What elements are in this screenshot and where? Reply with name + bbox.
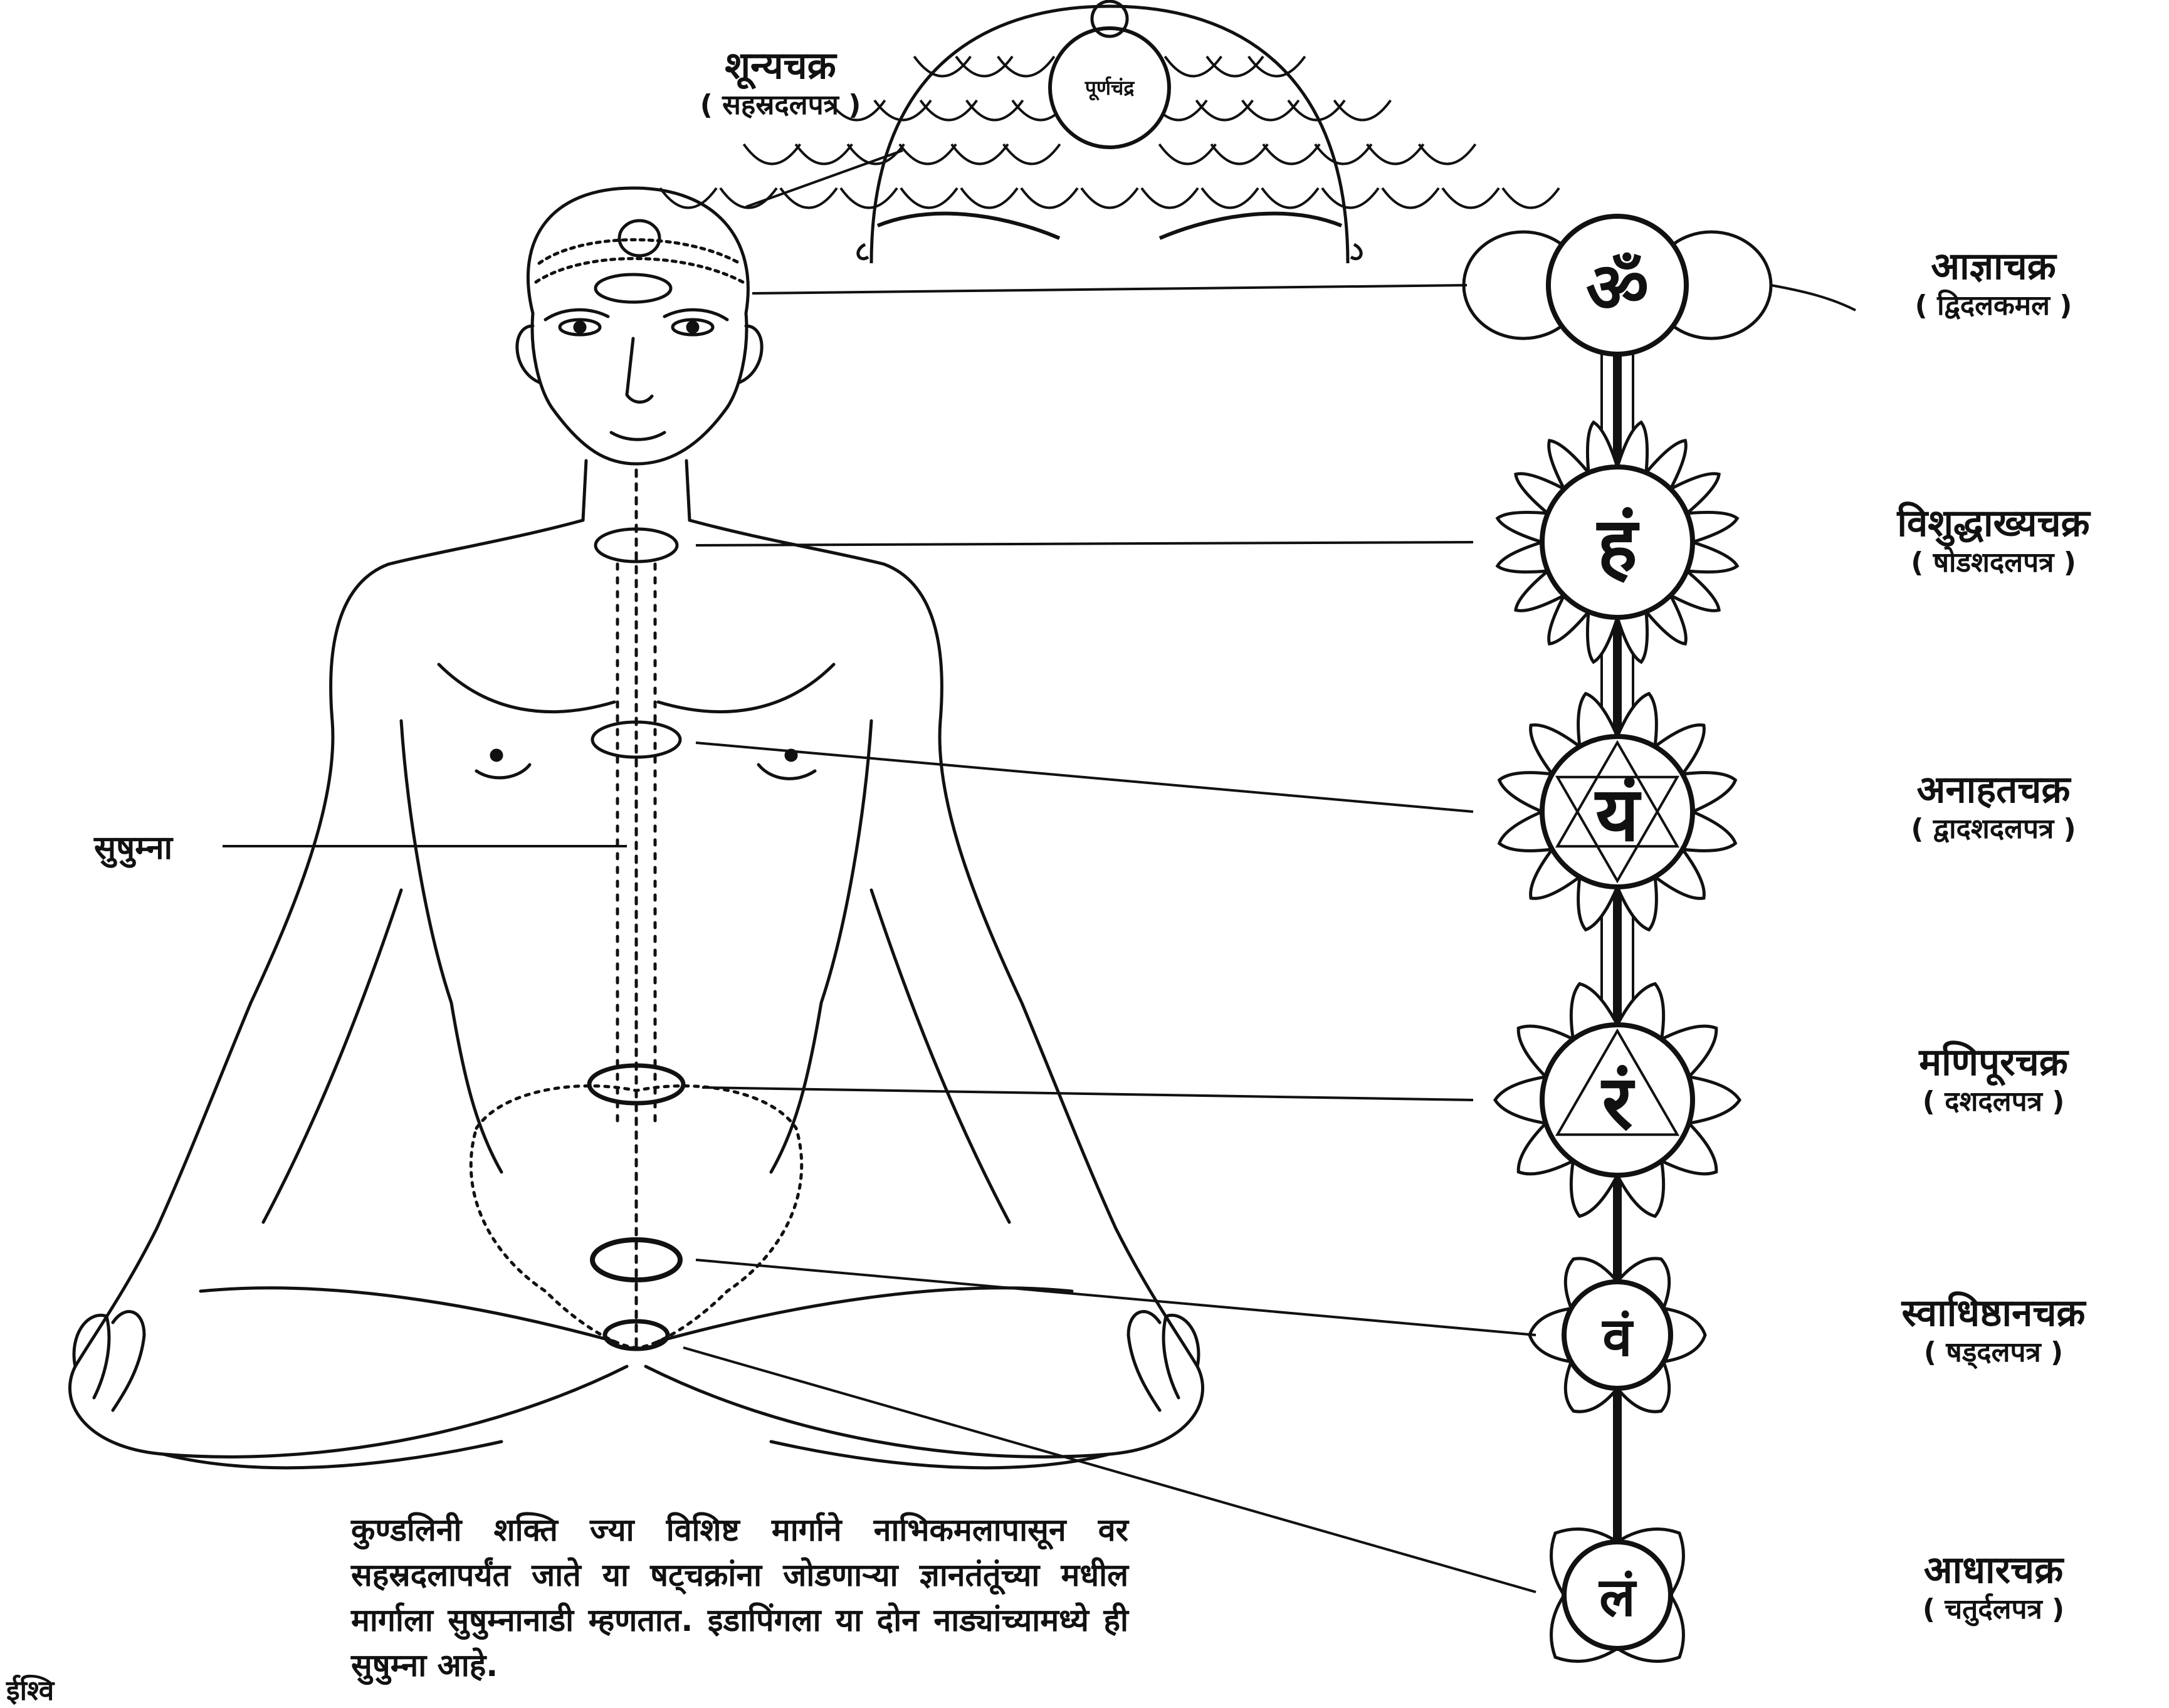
chakra-label-1: आज्ञाचक्र( द्विदलकमल ) bbox=[1856, 244, 2131, 323]
caption-text: कुण्डलिनी शक्ति ज्या विशिष्ट मार्गाने ना… bbox=[351, 1507, 1128, 1688]
chakra-6: लं bbox=[1552, 1529, 1684, 1662]
crown-petal bbox=[998, 56, 1054, 76]
crown-petal bbox=[796, 144, 852, 164]
chakra-name: आधारचक्र bbox=[1856, 1548, 2131, 1592]
chakra-column: ॐ हं यं रं वं लं bbox=[1464, 216, 1856, 1661]
crown-petal bbox=[1262, 188, 1318, 208]
chakra-subtitle: ( चतुर्दलपत्र ) bbox=[1856, 1592, 2131, 1627]
leader-swadhishthana bbox=[696, 1260, 1536, 1335]
bija-syllable: वं bbox=[1601, 1306, 1634, 1368]
chakra-5: वं bbox=[1530, 1259, 1705, 1412]
crown-petal bbox=[952, 144, 1008, 164]
crown-petal bbox=[956, 56, 1012, 76]
chakra-label-3: अनाहतचक्र( द्वादशदलपत्र ) bbox=[1856, 768, 2131, 847]
purnachandra-text: पूर्णचंद्र bbox=[1066, 74, 1153, 101]
chakra-petal bbox=[1495, 1077, 1546, 1123]
chakra-subtitle: ( द्विदलकमल ) bbox=[1856, 288, 2131, 323]
crown-petal bbox=[1021, 188, 1078, 208]
crown-petal bbox=[1315, 144, 1372, 164]
crown-petal bbox=[1367, 144, 1424, 164]
crown-name: शून्यचक्र bbox=[677, 44, 884, 88]
leader-manipura bbox=[702, 1087, 1473, 1100]
crown-petal bbox=[1142, 188, 1198, 208]
crown-petal bbox=[1159, 144, 1216, 164]
chakra-name: अनाहतचक्र bbox=[1856, 768, 2131, 812]
chakra-subtitle: ( षोडशदलपत्र ) bbox=[1856, 545, 2131, 580]
crown-petal bbox=[1165, 56, 1221, 76]
crown-petal bbox=[900, 144, 956, 164]
crown-petal bbox=[1503, 188, 1559, 208]
chakra-label-4: मणिपूरचक्र( दशदलपत्र ) bbox=[1856, 1040, 2131, 1119]
chakra-name: मणिपूरचक्र bbox=[1856, 1040, 2131, 1084]
chakra-label-2: विशुद्धाख्यचक्र( षोडशदलपत्र ) bbox=[1856, 501, 2131, 580]
sushumna-label: सुषुम्ना bbox=[94, 824, 226, 869]
corner-fragment: ईश्वि bbox=[6, 1670, 54, 1708]
crown-petal bbox=[901, 188, 957, 208]
leader-vishuddha bbox=[696, 542, 1473, 545]
ajna-tendril bbox=[1771, 285, 1856, 310]
chakra-name: विशुद्धाख्यचक्र bbox=[1856, 501, 2131, 545]
chakra-subtitle: ( षड्दलपत्र ) bbox=[1856, 1335, 2131, 1370]
crown-petal bbox=[1263, 144, 1320, 164]
bija-syllable: हं bbox=[1596, 502, 1640, 589]
crown-petal bbox=[1322, 188, 1379, 208]
seated-yogi-figure bbox=[70, 188, 1202, 1468]
chakra-name: आज्ञाचक्र bbox=[1856, 244, 2131, 288]
chakra-1: ॐ bbox=[1464, 216, 1856, 354]
crown-petal bbox=[743, 144, 800, 164]
crown-petal bbox=[1249, 56, 1305, 76]
bija-syllable: ॐ bbox=[1586, 248, 1649, 328]
crown-petal bbox=[1442, 188, 1499, 208]
chakra-name: स्वाधिष्ठानचक्र bbox=[1856, 1291, 2131, 1335]
chakra-subtitle: ( द्वादशदलपत्र ) bbox=[1856, 812, 2131, 847]
crown-petal bbox=[1211, 144, 1268, 164]
crown-label: शून्यचक्र ( सहस्रदलपत्र ) bbox=[677, 44, 884, 123]
crown-petal bbox=[914, 56, 970, 76]
bija-syllable: यं bbox=[1594, 772, 1642, 859]
leader-anahata bbox=[696, 743, 1473, 812]
crown-petal bbox=[1382, 188, 1439, 208]
crown-petal bbox=[1419, 144, 1476, 164]
chakra-label-6: आधारचक्र( चतुर्दलपत्र ) bbox=[1856, 1548, 2131, 1627]
crown-petal bbox=[1202, 188, 1258, 208]
crown-petal bbox=[1081, 188, 1138, 208]
chakra-petal bbox=[1689, 1077, 1740, 1123]
crown-petal bbox=[1207, 56, 1263, 76]
leader-ajna bbox=[752, 285, 1467, 293]
crown-petal bbox=[841, 188, 897, 208]
crown-petal bbox=[1004, 144, 1060, 164]
chakra-subtitle: ( दशदलपत्र ) bbox=[1856, 1084, 2131, 1119]
chakra-label-5: स्वाधिष्ठानचक्र( षड्दलपत्र ) bbox=[1856, 1291, 2131, 1370]
crown-petal bbox=[961, 188, 1017, 208]
crown-subtitle: ( सहस्रदलपत्र ) bbox=[677, 88, 884, 123]
bija-syllable: रं bbox=[1600, 1060, 1635, 1147]
bija-syllable: लं bbox=[1598, 1566, 1637, 1628]
